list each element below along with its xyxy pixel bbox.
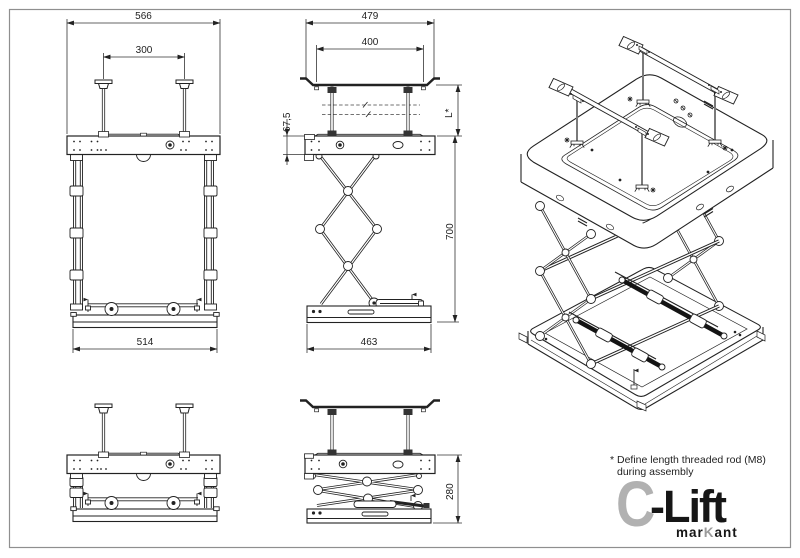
base-front-collapsed [70, 491, 220, 523]
dim-bracket-hole-spacing: 400 [362, 37, 379, 48]
top-frame-front [66, 131, 221, 162]
dim-top-frame-height: 67,5 [282, 112, 293, 132]
top-frame-side-collapsed [304, 449, 436, 480]
ceiling-bracket-collapsed [300, 399, 440, 413]
dim-rod-spacing: 300 [136, 45, 153, 56]
view-front-collapsed [66, 403, 221, 523]
logo-lift: -Lift [650, 481, 727, 532]
dim-side-top-width: 479 [362, 11, 379, 22]
legs-extended [69, 154, 218, 311]
drive-collapsed [353, 493, 430, 508]
iso-platform [520, 74, 774, 252]
dim-collapsed-height: 280 [445, 483, 456, 500]
base-front [70, 297, 220, 329]
iso-scissor-front [535, 201, 596, 369]
iso-rods [563, 49, 729, 194]
top-frame-front-collapsed [66, 451, 221, 481]
scissor-collapsed [310, 473, 423, 511]
iso-spindles [568, 271, 728, 371]
base-side-collapsed [306, 508, 432, 524]
assembly-note-line2: during assembly [617, 465, 694, 478]
scissor-extended [315, 152, 382, 306]
dim-side-base-width: 463 [361, 337, 378, 348]
ceiling-bracket [300, 77, 440, 91]
base-side [306, 292, 432, 324]
threaded-rods-front-collapsed [94, 403, 194, 453]
view-side-collapsed: 280 [300, 399, 462, 524]
dim-front-base-width: 514 [137, 337, 154, 348]
logo-markant: marKant [676, 526, 738, 540]
top-frame-side [304, 130, 436, 161]
threaded-rods-front [94, 79, 194, 133]
assembly-note: * Define length threaded rod (M8) during… [610, 454, 800, 478]
assembly-note-line1: * Define length threaded rod (M8) [610, 454, 766, 466]
iso-rails [548, 35, 739, 147]
sheet-border [8, 8, 792, 549]
logo-markant-post: ant [714, 525, 738, 540]
view-isometric [518, 35, 774, 412]
c-lift-logo: C -Lift marKant [616, 472, 766, 548]
dim-extended-height: 700 [445, 223, 456, 240]
dim-front-top-width: 566 [135, 11, 152, 22]
view-front-extended: 566 300 514 [66, 11, 221, 353]
dim-rod-length: L* [444, 108, 455, 118]
logo-c: C [616, 468, 656, 540]
view-side-extended: 479 400 67,5 L* 700 463 [282, 11, 462, 353]
logo-markant-pre: mar [676, 525, 704, 540]
logo-markant-k: K [703, 525, 715, 540]
